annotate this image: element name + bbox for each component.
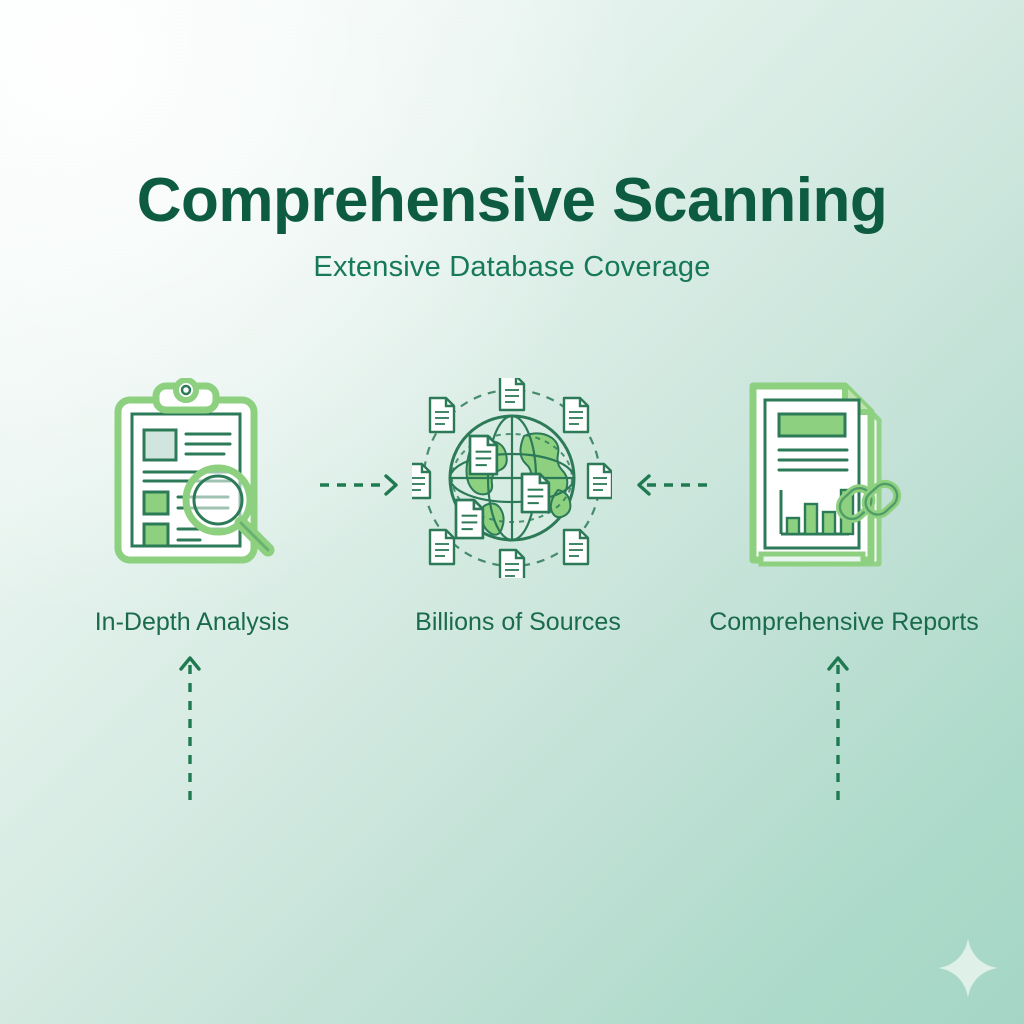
dashed-arrow-up-icon [179,656,201,800]
step-icon-in-depth-analysis [100,378,300,578]
dashed-arrow-up-icon [827,656,849,800]
globe-documents-icon [412,378,612,578]
icon-row [0,378,1024,578]
step-label-in-depth-analysis: In-Depth Analysis [94,608,290,636]
connector-right-to-center [615,455,735,515]
step-icon-billions-of-sources [412,378,612,578]
clipboard-magnifier-icon [114,378,275,564]
connector-up-left [155,645,225,805]
sparkle-icon [938,938,998,998]
page-subtitle: Extensive Database Coverage [313,250,711,283]
page-title: Comprehensive Scanning [136,166,888,235]
step-label-billions-of-sources: Billions of Sources [415,608,621,636]
dashed-arrow-right-icon [320,474,398,496]
heading-block: Comprehensive Scanning Extensive Databas… [0,166,1024,284]
sparkle-decoration [936,936,1000,1000]
dashed-arrow-left-icon [637,474,715,496]
report-chart-link-icon [749,382,902,567]
step-labels: In-Depth Analysis Billions of Sources Co… [0,608,1024,644]
connector-up-right [803,645,873,805]
document-glyph-group [412,378,612,578]
connector-left-to-center [300,455,420,515]
step-icon-comprehensive-reports [723,378,923,578]
step-label-comprehensive-reports: Comprehensive Reports [709,608,979,636]
chain-link-glyph [835,479,902,523]
